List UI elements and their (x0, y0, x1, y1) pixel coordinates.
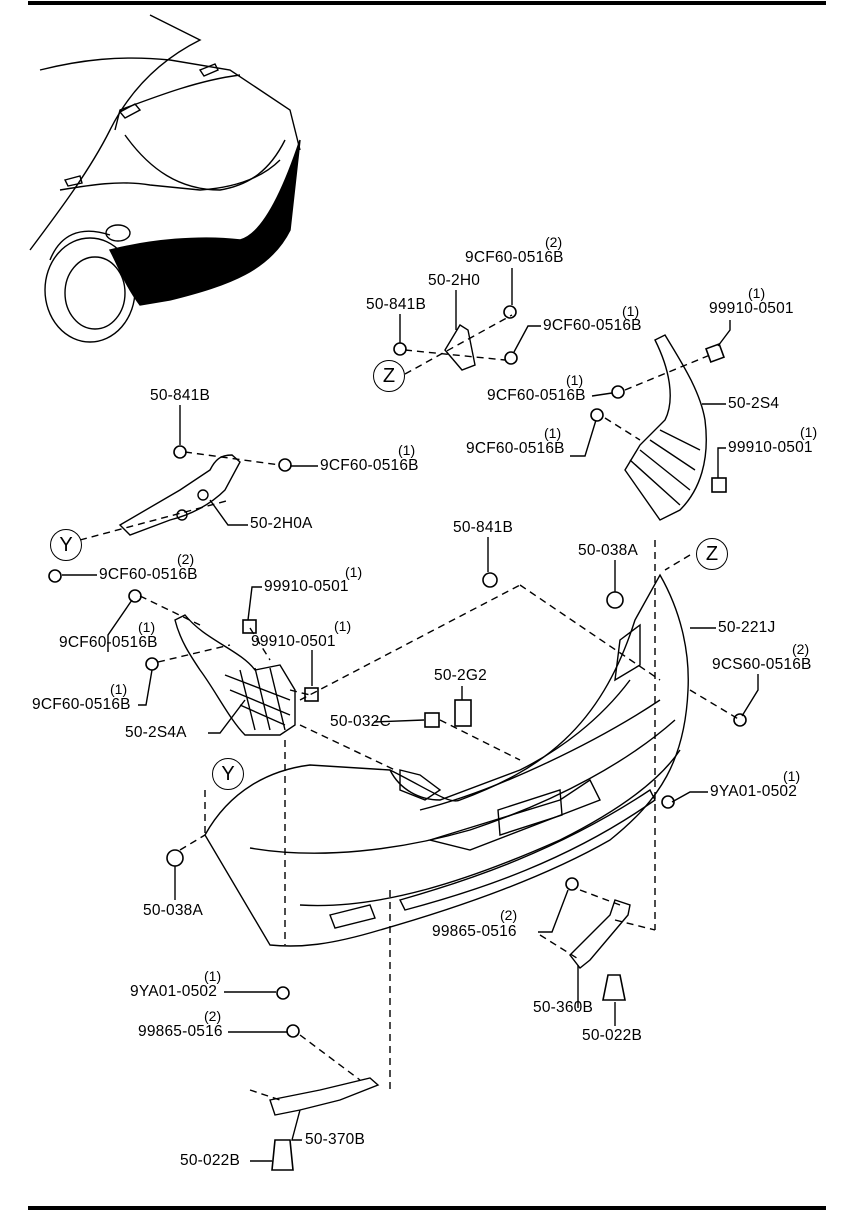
part-number-label[interactable]: 50-038A (143, 902, 204, 919)
part-quantity-label: (2) (177, 551, 195, 567)
part-number-label[interactable]: 99910-0501 (264, 578, 349, 595)
part-number-label[interactable]: 9CF60-0516B (543, 317, 642, 334)
part-number-label[interactable]: 50-2H0 (428, 272, 481, 289)
part-quantity-label: (2) (500, 907, 518, 923)
reference-marker-z: Z (696, 538, 728, 570)
part-number-label[interactable]: 99910-0501 (709, 300, 794, 317)
reference-marker-y: Y (212, 758, 244, 790)
vehicle-overview-illustration (29, 14, 301, 343)
part-number-label[interactable]: 9CF60-0516B (465, 249, 564, 266)
part-quantity-label: (1) (783, 768, 801, 784)
part-quantity-label: (1) (334, 618, 352, 634)
part-number-label[interactable]: 99910-0501 (728, 439, 813, 456)
side-bracket-50-2S4A (174, 614, 296, 736)
part-number-label[interactable]: 50-841B (366, 296, 427, 313)
part-number-label[interactable]: 9YA01-0502 (130, 983, 218, 1000)
part-number-label[interactable]: 9CF60-0516B (466, 440, 565, 457)
part-quantity-label: (1) (800, 424, 818, 440)
part-number-label[interactable]: 50-221J (718, 619, 776, 636)
part-number-label[interactable]: 50-841B (453, 519, 514, 536)
part-number-label[interactable]: 9CS60-0516B (712, 656, 812, 673)
part-number-label[interactable]: 50-2H0A (250, 515, 313, 532)
part-quantity-label: (1) (398, 442, 416, 458)
part-quantity-label: (1) (110, 681, 128, 697)
bracket-50-2H0 (444, 324, 476, 371)
part-number-label[interactable]: 50-2G2 (434, 667, 487, 684)
part-number-label[interactable]: 50-360B (533, 999, 594, 1016)
part-number-label[interactable]: 50-022B (582, 1027, 643, 1044)
part-number-label[interactable]: 99910-0501 (251, 633, 336, 650)
part-number-label[interactable]: 50-841B (150, 387, 211, 404)
reference-marker-z: Z (373, 360, 405, 392)
fasteners (48, 305, 747, 1171)
part-number-label[interactable]: 99865-0516 (138, 1023, 223, 1040)
part-quantity-label: (1) (204, 968, 222, 984)
part-quantity-label: (1) (544, 425, 562, 441)
part-number-label[interactable]: 50-2S4 (728, 395, 780, 412)
bumper-cover-50-221J (204, 573, 689, 947)
part-quantity-label: (2) (545, 234, 563, 250)
part-number-label[interactable]: 50-022B (180, 1152, 241, 1169)
part-number-label[interactable]: 99865-0516 (432, 923, 517, 940)
part-quantity-label: (1) (345, 564, 363, 580)
part-number-label[interactable]: 9CF60-0516B (487, 387, 586, 404)
part-quantity-label: (1) (748, 285, 766, 301)
side-bracket-50-2S4 (624, 334, 707, 521)
part-number-label[interactable]: 9CF60-0516B (32, 696, 131, 713)
part-number-label[interactable]: 9CF60-0516B (320, 457, 419, 474)
part-number-label[interactable]: 9YA01-0502 (710, 783, 798, 800)
bracket-50-2H0A (118, 454, 241, 536)
part-quantity-label: (1) (622, 303, 640, 319)
part-quantity-label: (2) (792, 641, 810, 657)
part-number-label[interactable]: 9CF60-0516B (59, 634, 158, 651)
guide-lines (79, 314, 741, 1101)
part-number-label[interactable]: 50-038A (578, 542, 639, 559)
part-number-label[interactable]: 50-2S4A (125, 724, 187, 741)
part-quantity-label: (1) (566, 372, 584, 388)
part-quantity-label: (2) (204, 1008, 222, 1024)
bracket-50-370B (269, 1077, 380, 1116)
part-number-label[interactable]: 50-032C (330, 713, 391, 730)
bracket-50-360B (569, 899, 631, 969)
leader-lines (62, 268, 759, 1162)
part-quantity-label: (1) (138, 619, 156, 635)
part-number-label[interactable]: 50-370B (305, 1131, 366, 1148)
part-number-label[interactable]: 9CF60-0516B (99, 566, 198, 583)
reference-marker-y: Y (50, 529, 82, 561)
